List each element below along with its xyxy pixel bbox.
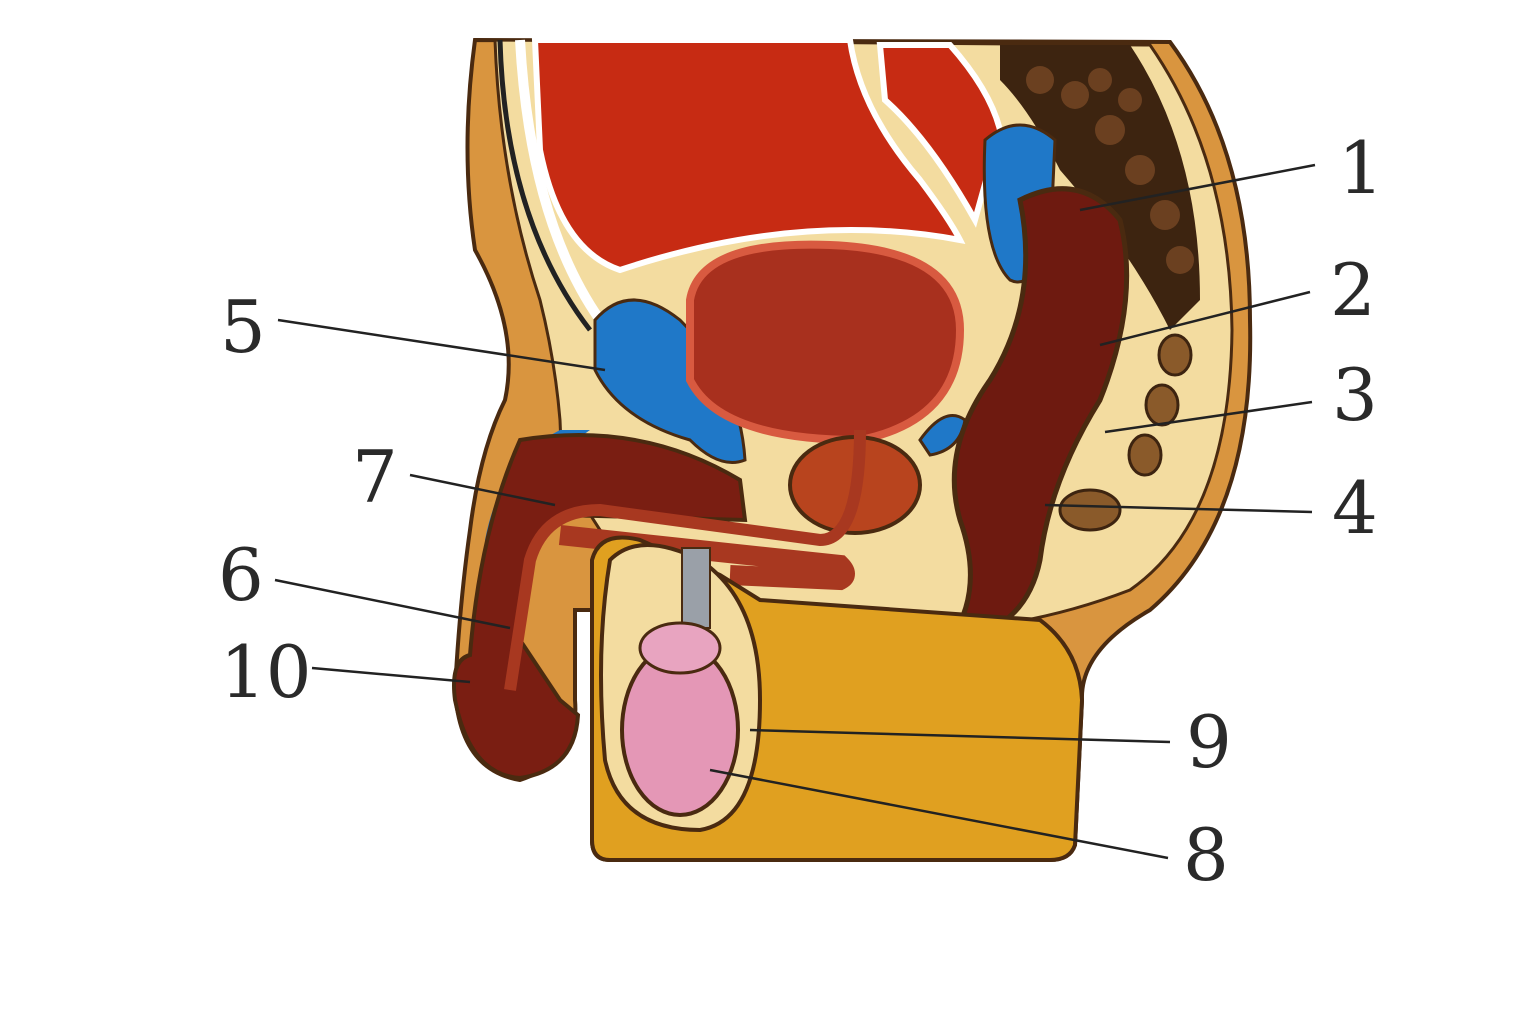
leader-3 — [1104, 400, 1313, 434]
coccyx — [1058, 333, 1193, 532]
penis — [452, 433, 748, 781]
label-7: 7 — [352, 435, 398, 519]
leader-4 — [1044, 503, 1313, 514]
leader-8 — [709, 768, 1169, 860]
leader-7 — [409, 473, 556, 507]
urethra — [504, 429, 866, 691]
leader-5 — [277, 318, 606, 372]
leader-lines — [274, 163, 1316, 860]
intestines — [531, 37, 966, 274]
epididymis — [638, 621, 722, 675]
label-2: 2 — [1330, 248, 1376, 332]
bladder — [686, 240, 965, 445]
label-6: 6 — [218, 533, 264, 617]
leader-1 — [1079, 163, 1316, 212]
label-3: 3 — [1332, 353, 1378, 437]
leader-10 — [311, 666, 471, 684]
leader-9 — [749, 728, 1171, 744]
label-1: 1 — [1338, 126, 1384, 210]
spermatic-cord — [681, 547, 711, 629]
label-4: 4 — [1332, 466, 1378, 550]
label-5: 5 — [220, 285, 266, 369]
colon-haustra — [1026, 66, 1194, 274]
label-9: 9 — [1186, 700, 1232, 784]
sacral-region — [1000, 45, 1200, 330]
rectum — [944, 186, 1130, 645]
label-10: 10 — [220, 630, 312, 714]
label-8: 8 — [1183, 813, 1229, 897]
leader-6 — [274, 578, 511, 630]
leader-2 — [1099, 290, 1311, 347]
pubic-bone-blue — [593, 298, 747, 464]
abdominal-wall — [497, 39, 592, 332]
